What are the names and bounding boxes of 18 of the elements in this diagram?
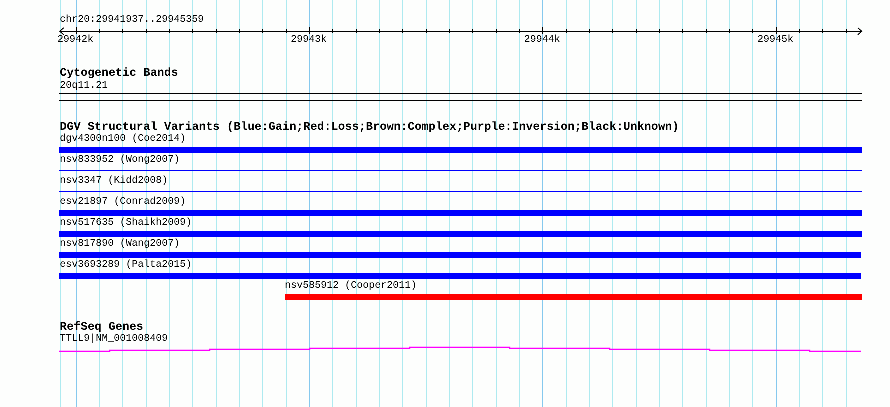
feature-label: esv3693289 (Palta2015) (60, 260, 192, 272)
feature-label: esv21897 (Conrad2009) (60, 197, 186, 209)
tick-label: 29942k (58, 35, 94, 47)
location-text: chr20:29941937..29945359 (60, 15, 204, 27)
feature-label: nsv817890 (Wang2007) (60, 239, 180, 251)
track-title: RefSeq Genes (60, 321, 144, 334)
band-label: 20q11.21 (60, 81, 108, 93)
gene-label: TTLL9|NM_001008409 (60, 334, 168, 346)
feature-label: nsv833952 (Wong2007) (60, 155, 180, 167)
track-title: Cytogenetic Bands (60, 67, 178, 81)
track-title: DGV Structural Variants (Blue:Gain;Red:Loss;Brown:Complex;Purple:Inversion;Black:Unknown) (60, 121, 680, 134)
tick-label: 29945k (758, 35, 794, 47)
tick-label: 29944k (524, 35, 560, 47)
tick-label: 29943k (291, 35, 328, 47)
feature-label: nsv517635 (Shaikh2009) (60, 218, 192, 230)
feature-label: nsv585912 (Cooper2011) (285, 281, 418, 293)
feature-label: dgv4300n100 (Coe2014) (60, 134, 186, 146)
feature-label: nsv3347 (Kidd2008) (60, 176, 168, 188)
